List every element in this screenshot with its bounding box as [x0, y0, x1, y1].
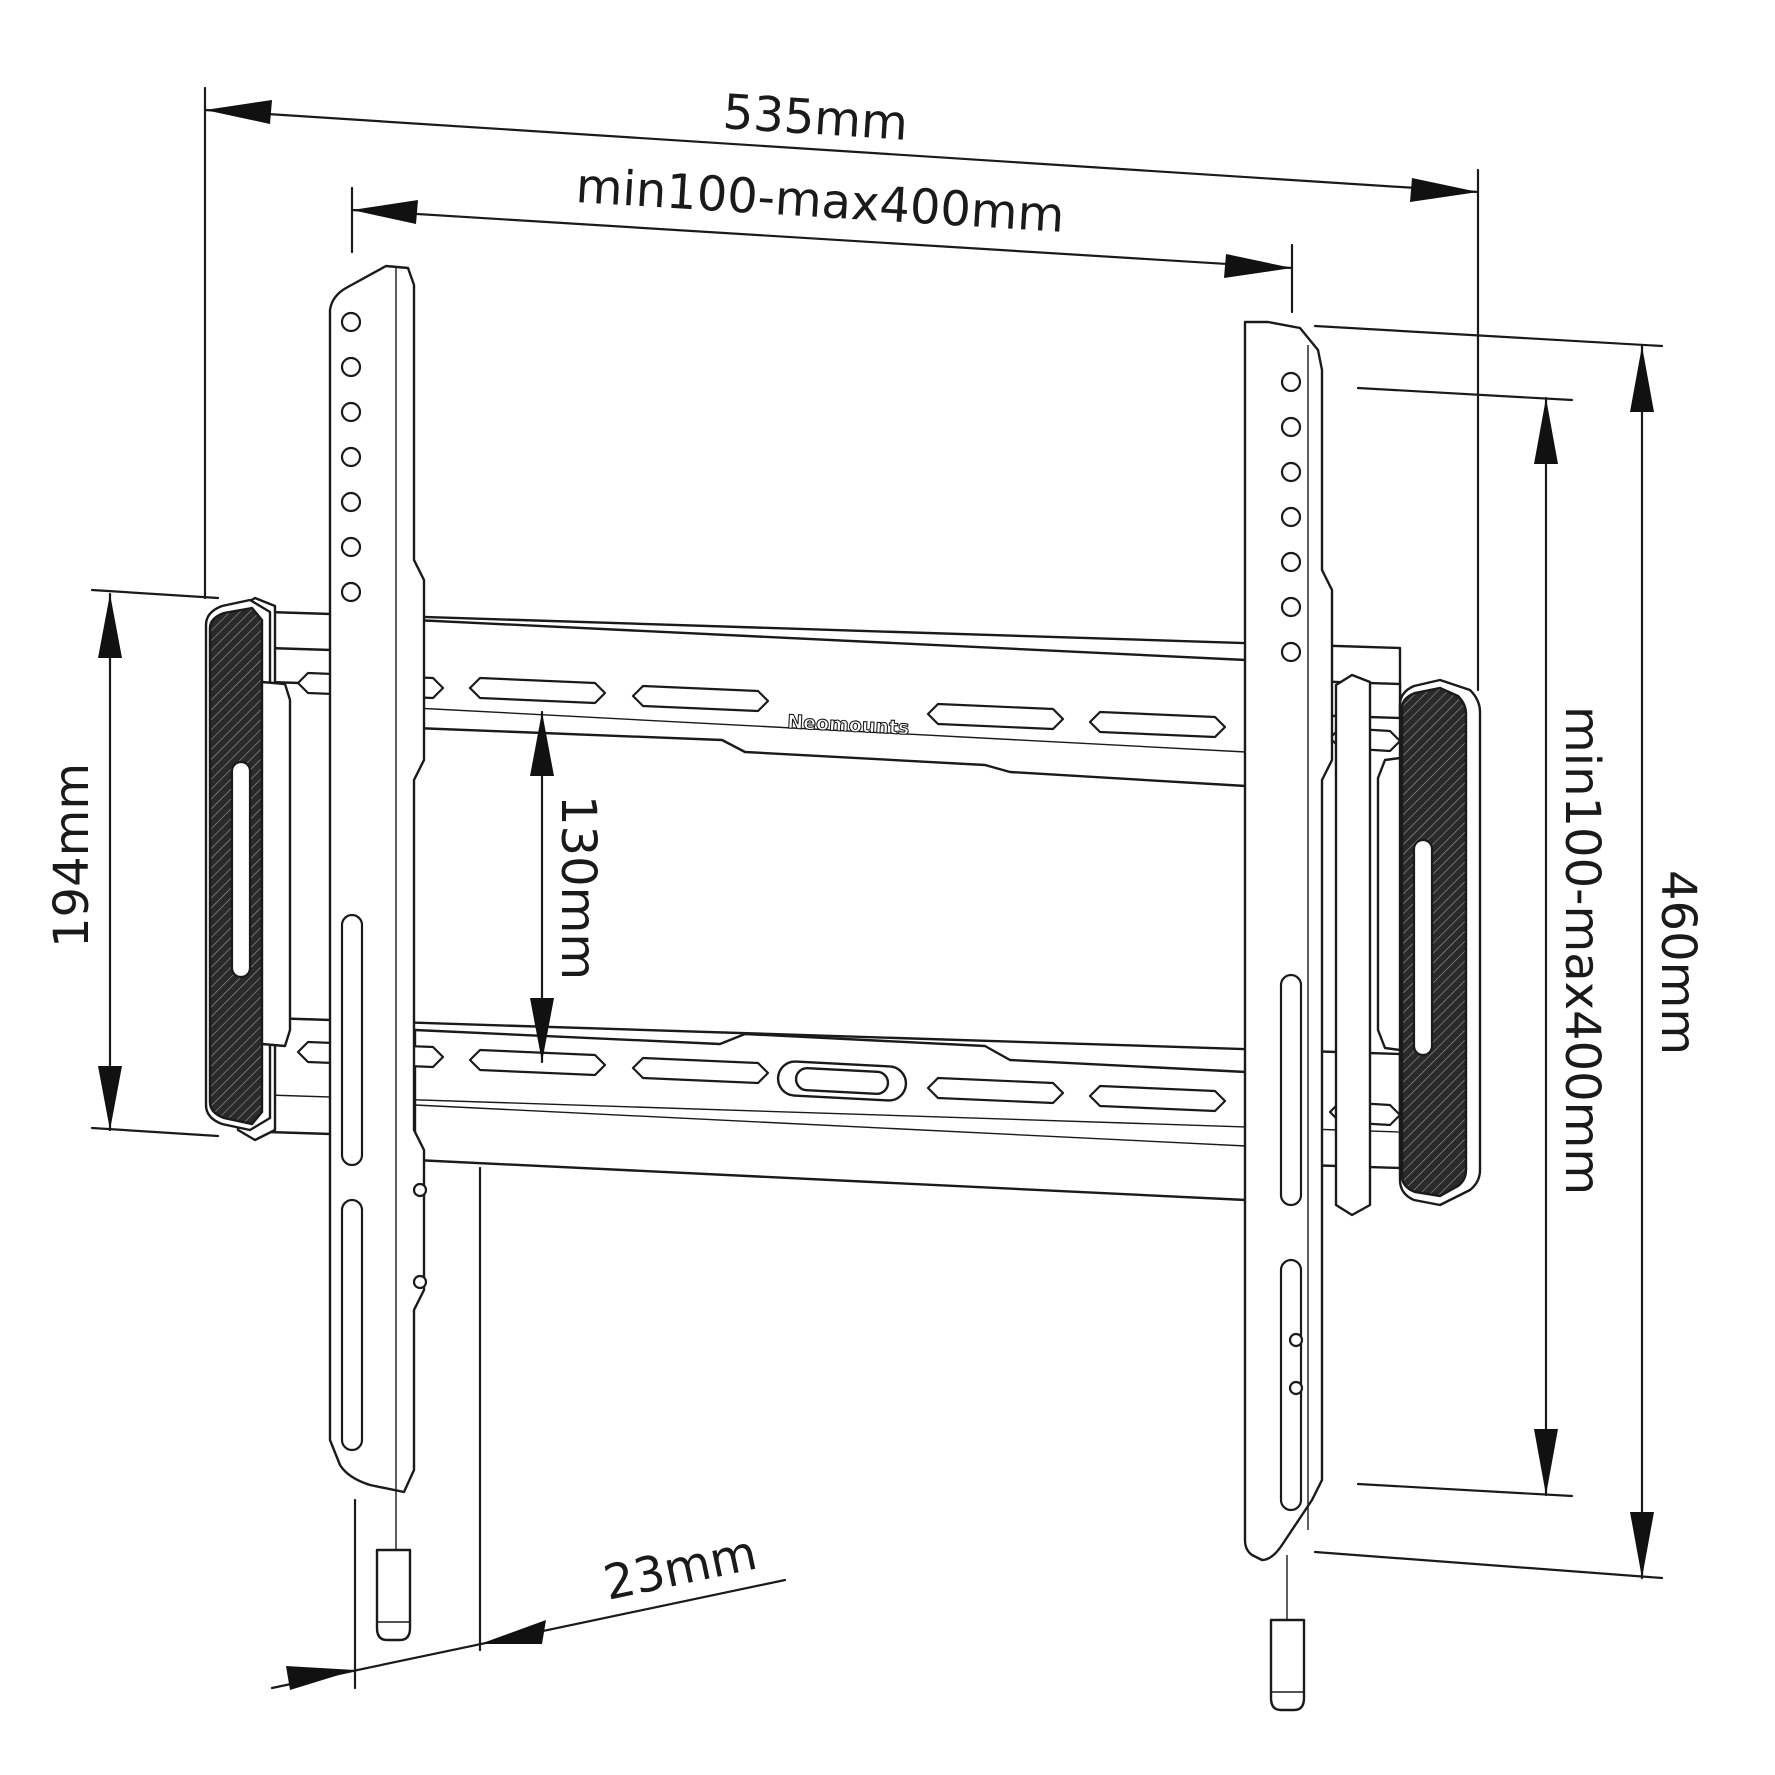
left-arm-upper-slot [340, 913, 364, 1167]
label-overall-width: 535mm [721, 84, 909, 152]
arrowhead-left [286, 1666, 355, 1690]
dimension-vesa-height: min100-max400mm [1356, 386, 1610, 1498]
arrowhead-left [352, 200, 418, 224]
right-vertical-arm [1243, 320, 1334, 1562]
right-arm-upper-slot [1279, 973, 1303, 1207]
label-rail-spacing: 130mm [550, 795, 606, 980]
left-arm-lower-slot [340, 1198, 364, 1452]
right-safety-cord [1269, 1555, 1306, 1712]
label-vesa-height: min100-max400mm [1554, 706, 1610, 1195]
dimension-overall-height: 460mm [1313, 324, 1706, 1580]
arrowhead-up [530, 712, 554, 776]
bubble-level [776, 1060, 908, 1102]
left-vertical-arm [328, 264, 428, 1494]
arrowhead-down [530, 998, 554, 1062]
label-pad-height: 194mm [44, 763, 100, 948]
dimension-pad-height: 194mm [44, 588, 220, 1138]
arrowhead-down [98, 1066, 122, 1130]
right-arm-screw [1288, 1332, 1304, 1396]
left-arm-holes [340, 311, 362, 603]
dimension-overall-width: 535mm [203, 84, 1480, 692]
bottom-rail [266, 1016, 1402, 1202]
arrowhead-right [1410, 178, 1478, 202]
bottom-rail-front [413, 1028, 1248, 1202]
arrowhead-up [98, 594, 122, 658]
label-vesa-width: min100-max400mm [574, 158, 1066, 244]
left-wall-pad [204, 596, 292, 1142]
dimension-vesa-width: min100-max400mm [350, 158, 1294, 314]
right-arm-holes [1280, 371, 1302, 663]
arrowhead-down [1534, 1429, 1558, 1495]
top-rail: Neomounts [266, 610, 1402, 788]
arrowhead-up [1534, 398, 1558, 464]
label-overall-height: 460mm [1650, 870, 1706, 1055]
right-wall-pad [1334, 673, 1482, 1217]
arrowhead-right [1224, 254, 1292, 278]
arrowhead-right [480, 1620, 546, 1644]
arrowhead-left [205, 100, 272, 124]
arrowhead-down [1630, 1512, 1654, 1578]
dimension-rail-spacing: 130mm [530, 710, 606, 1064]
left-arm-screws [412, 1182, 428, 1290]
label-wall-distance: 23mm [599, 1525, 762, 1612]
arrowhead-up [1630, 346, 1654, 412]
left-safety-cord [375, 1490, 412, 1642]
